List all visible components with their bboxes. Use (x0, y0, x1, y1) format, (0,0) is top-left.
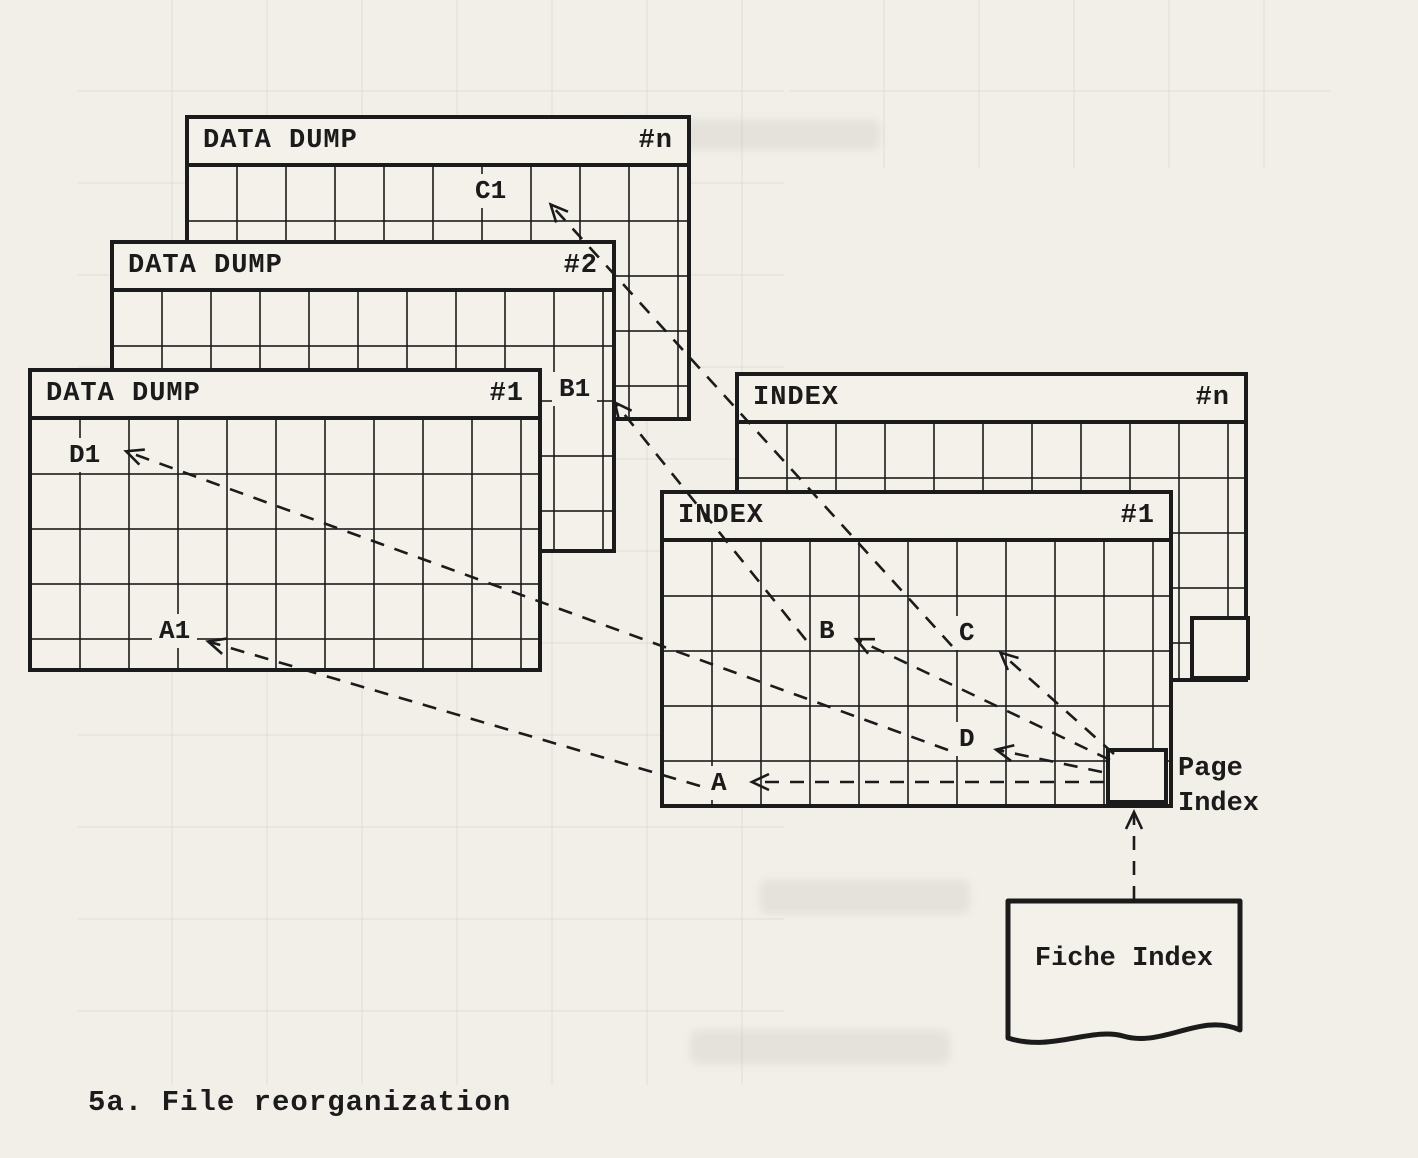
card-grid (664, 542, 1169, 804)
index-card-1: INDEX #1 B C D A (660, 490, 1173, 808)
data-dump-card-1: DATA DUMP #1 D1 A1 (28, 368, 542, 672)
page-index-cell (1190, 616, 1250, 680)
bleedthrough-smudge (760, 880, 970, 914)
index-entry-b: B (812, 614, 842, 648)
card-grid (32, 420, 538, 668)
card-number: #1 (1120, 501, 1155, 531)
page-index-label: Page Index (1178, 754, 1260, 819)
card-number: #1 (489, 379, 524, 409)
fiche-index-shape: Fiche Index (1005, 898, 1243, 1060)
card-title: INDEX (753, 383, 840, 413)
card-title: DATA DUMP (203, 126, 358, 156)
card-title: DATA DUMP (46, 379, 201, 409)
bleedthrough-smudge (690, 1030, 950, 1064)
card-header: DATA DUMP #1 (32, 372, 538, 420)
index-entry-c: C (952, 616, 982, 650)
index-entry-a: A (704, 766, 734, 800)
card-number: #2 (563, 251, 598, 281)
cell-ref-d1: D1 (62, 438, 108, 472)
document-wavy-icon (1005, 898, 1243, 1045)
page-index-cell (1106, 748, 1168, 804)
bleedthrough-grid (790, 0, 1330, 168)
card-header: DATA DUMP #2 (114, 244, 612, 292)
index-entry-d: D (952, 722, 982, 756)
card-header: DATA DUMP #n (189, 119, 687, 167)
card-number: #n (638, 126, 673, 156)
cell-ref-a1: A1 (152, 614, 198, 648)
figure-caption: 5a. File reorganization (88, 1086, 512, 1119)
card-title: INDEX (678, 501, 765, 531)
card-title: DATA DUMP (128, 251, 283, 281)
card-header: INDEX #1 (664, 494, 1169, 542)
cell-ref-b1: B1 (552, 372, 598, 406)
fiche-index-label: Fiche Index (1034, 944, 1214, 974)
card-header: INDEX #n (739, 376, 1244, 424)
card-number: #n (1195, 383, 1230, 413)
cell-ref-c1: C1 (468, 174, 514, 208)
